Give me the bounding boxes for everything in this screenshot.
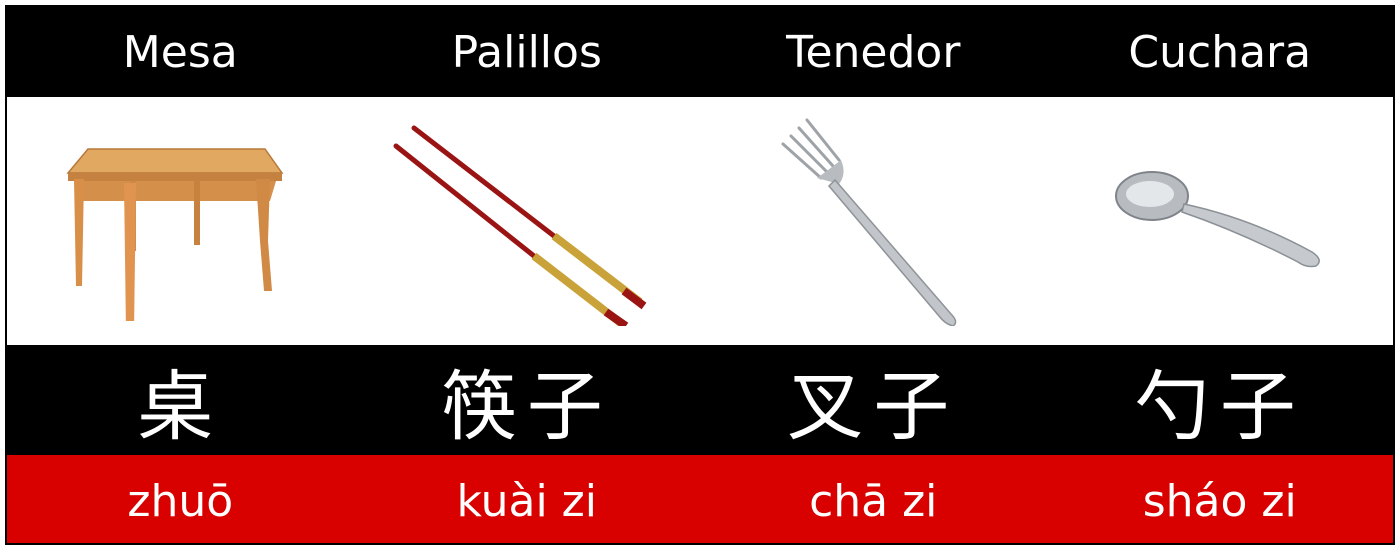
spoon-icon — [1114, 171, 1320, 268]
fork-icon — [781, 118, 957, 326]
chinese-word: 勺子 — [1133, 362, 1306, 451]
spanish-word: Palillos — [451, 26, 602, 78]
spanish-word: Mesa — [122, 26, 238, 78]
picture-row — [7, 97, 1393, 345]
fork-picture — [700, 97, 1047, 345]
chopsticks-icon — [393, 125, 647, 326]
spanish-word: Cuchara — [1128, 26, 1312, 78]
pinyin-row: zhuō kuài zi chā zi sháo zi — [7, 455, 1393, 543]
table-picture — [7, 97, 354, 345]
pinyin-word: kuài zi — [456, 475, 597, 527]
chinese-word: 筷子 — [440, 362, 613, 451]
vocabulary-card: Mesa Palillos Tenedor Cuchara — [5, 5, 1395, 545]
pinyin-word: zhuō — [127, 475, 234, 527]
pinyin-word: chā zi — [809, 475, 938, 527]
chinese-word: 叉子 — [787, 362, 960, 451]
spoon-picture — [1047, 97, 1394, 345]
chopsticks-picture — [354, 97, 701, 345]
spanish-row: Mesa Palillos Tenedor Cuchara — [7, 7, 1393, 97]
chinese-word: 桌 — [137, 362, 224, 451]
spanish-word: Tenedor — [786, 26, 961, 78]
pinyin-word: sháo zi — [1142, 475, 1297, 527]
chinese-row: 桌 筷子 叉子 勺子 — [7, 345, 1393, 455]
table-icon — [66, 148, 284, 321]
